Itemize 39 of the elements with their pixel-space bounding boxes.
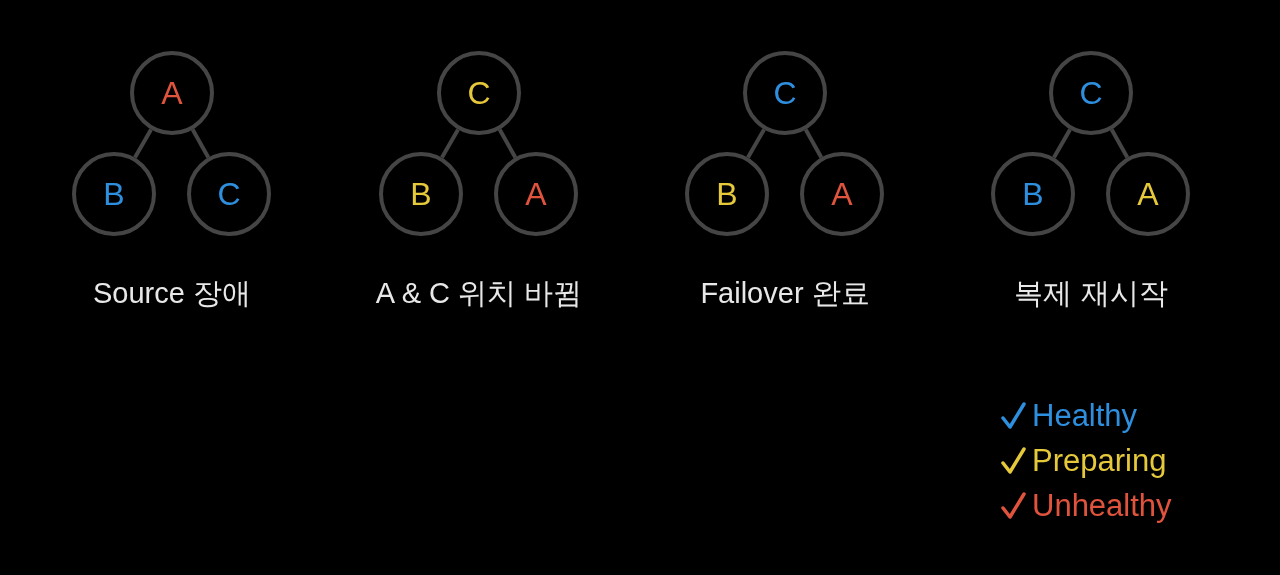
status-circle bbox=[187, 152, 271, 236]
connector-line bbox=[190, 128, 211, 159]
connector-line bbox=[746, 128, 766, 159]
connector-line bbox=[803, 128, 824, 159]
status-circle bbox=[379, 152, 463, 236]
node-letter: A bbox=[161, 74, 183, 112]
connector-line bbox=[1052, 128, 1072, 159]
node-letter: C bbox=[217, 175, 241, 213]
node-letter: B bbox=[716, 175, 738, 213]
status-circle bbox=[72, 152, 156, 236]
connector-line bbox=[133, 128, 153, 159]
status-circle bbox=[800, 152, 884, 236]
step-caption: 복제 재시작 bbox=[1014, 277, 1168, 309]
status-circle bbox=[130, 51, 214, 135]
status-circle bbox=[743, 51, 827, 135]
node-letter: C bbox=[773, 74, 797, 112]
node-letter: C bbox=[467, 74, 491, 112]
node-letter: B bbox=[103, 175, 125, 213]
status-circle bbox=[437, 51, 521, 135]
node-letter: C bbox=[1079, 74, 1103, 112]
connector-line bbox=[497, 128, 518, 159]
step-caption: Failover 완료 bbox=[700, 277, 870, 309]
status-circle bbox=[1106, 152, 1190, 236]
legend-label: Healthy bbox=[1032, 398, 1138, 434]
legend-label: Preparing bbox=[1032, 443, 1167, 479]
status-circle bbox=[494, 152, 578, 236]
step-caption: Source 장애 bbox=[93, 277, 251, 309]
connector-line bbox=[440, 128, 460, 159]
connector-line bbox=[1109, 128, 1130, 159]
node-letter: A bbox=[831, 175, 853, 213]
status-circle bbox=[685, 152, 769, 236]
legend-label: Unhealthy bbox=[1032, 488, 1172, 524]
step-caption: A & C 위치 바뀜 bbox=[375, 277, 583, 309]
node-letter: A bbox=[1137, 175, 1159, 213]
node-letter: B bbox=[1022, 175, 1044, 213]
status-circle bbox=[991, 152, 1075, 236]
node-letter: B bbox=[410, 175, 432, 213]
node-letter: A bbox=[525, 175, 547, 213]
status-circle bbox=[1049, 51, 1133, 135]
